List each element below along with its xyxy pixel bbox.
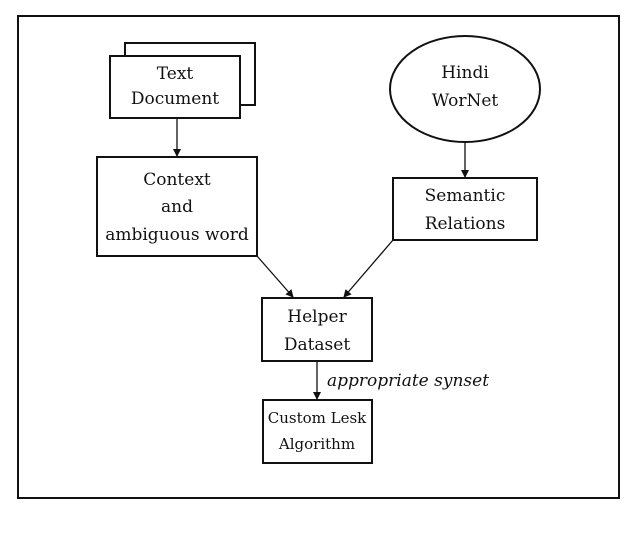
semantic-relations-line-1: Semantic [425,186,506,206]
context-box [96,156,258,257]
context-line-2: and [161,197,193,217]
context-line-3: ambiguous word [105,225,249,245]
edge-semantic-relations-to-helper-dataset [343,239,394,298]
custom-lesk-line-1: Custom Lesk [268,409,367,427]
custom-lesk-node: Custom Lesk Algorithm [262,399,373,464]
semantic-relations-node: Semantic Relations [392,177,538,241]
helper-dataset-node: Helper Dataset [261,297,373,362]
helper-dataset-line-1: Helper [287,307,347,327]
hindi-wordnet-line-2: WorNet [432,91,499,111]
text-document-node: Text Document [109,42,256,119]
custom-lesk-line-2: Algorithm [278,435,355,453]
text-document-line-2: Document [131,89,219,109]
semantic-relations-line-2: Relations [425,214,506,234]
hindi-wordnet-line-1: Hindi [441,63,489,83]
edge-label-appropriate-synset: appropriate synset [327,371,489,391]
context-line-1: Context [143,170,211,190]
hindi-wordnet-node: Hindi WorNet [389,35,541,143]
diagram-frame [17,15,620,499]
text-document-line-1: Text [157,64,194,84]
edge-context-to-helper-dataset [256,255,294,298]
custom-lesk-box [262,399,373,464]
hindi-wordnet-ellipse [389,35,541,143]
context-node: Context and ambiguous word [96,156,258,257]
semantic-relations-box [392,177,538,241]
helper-dataset-line-2: Dataset [284,335,351,355]
document-front-sheet [109,55,241,119]
